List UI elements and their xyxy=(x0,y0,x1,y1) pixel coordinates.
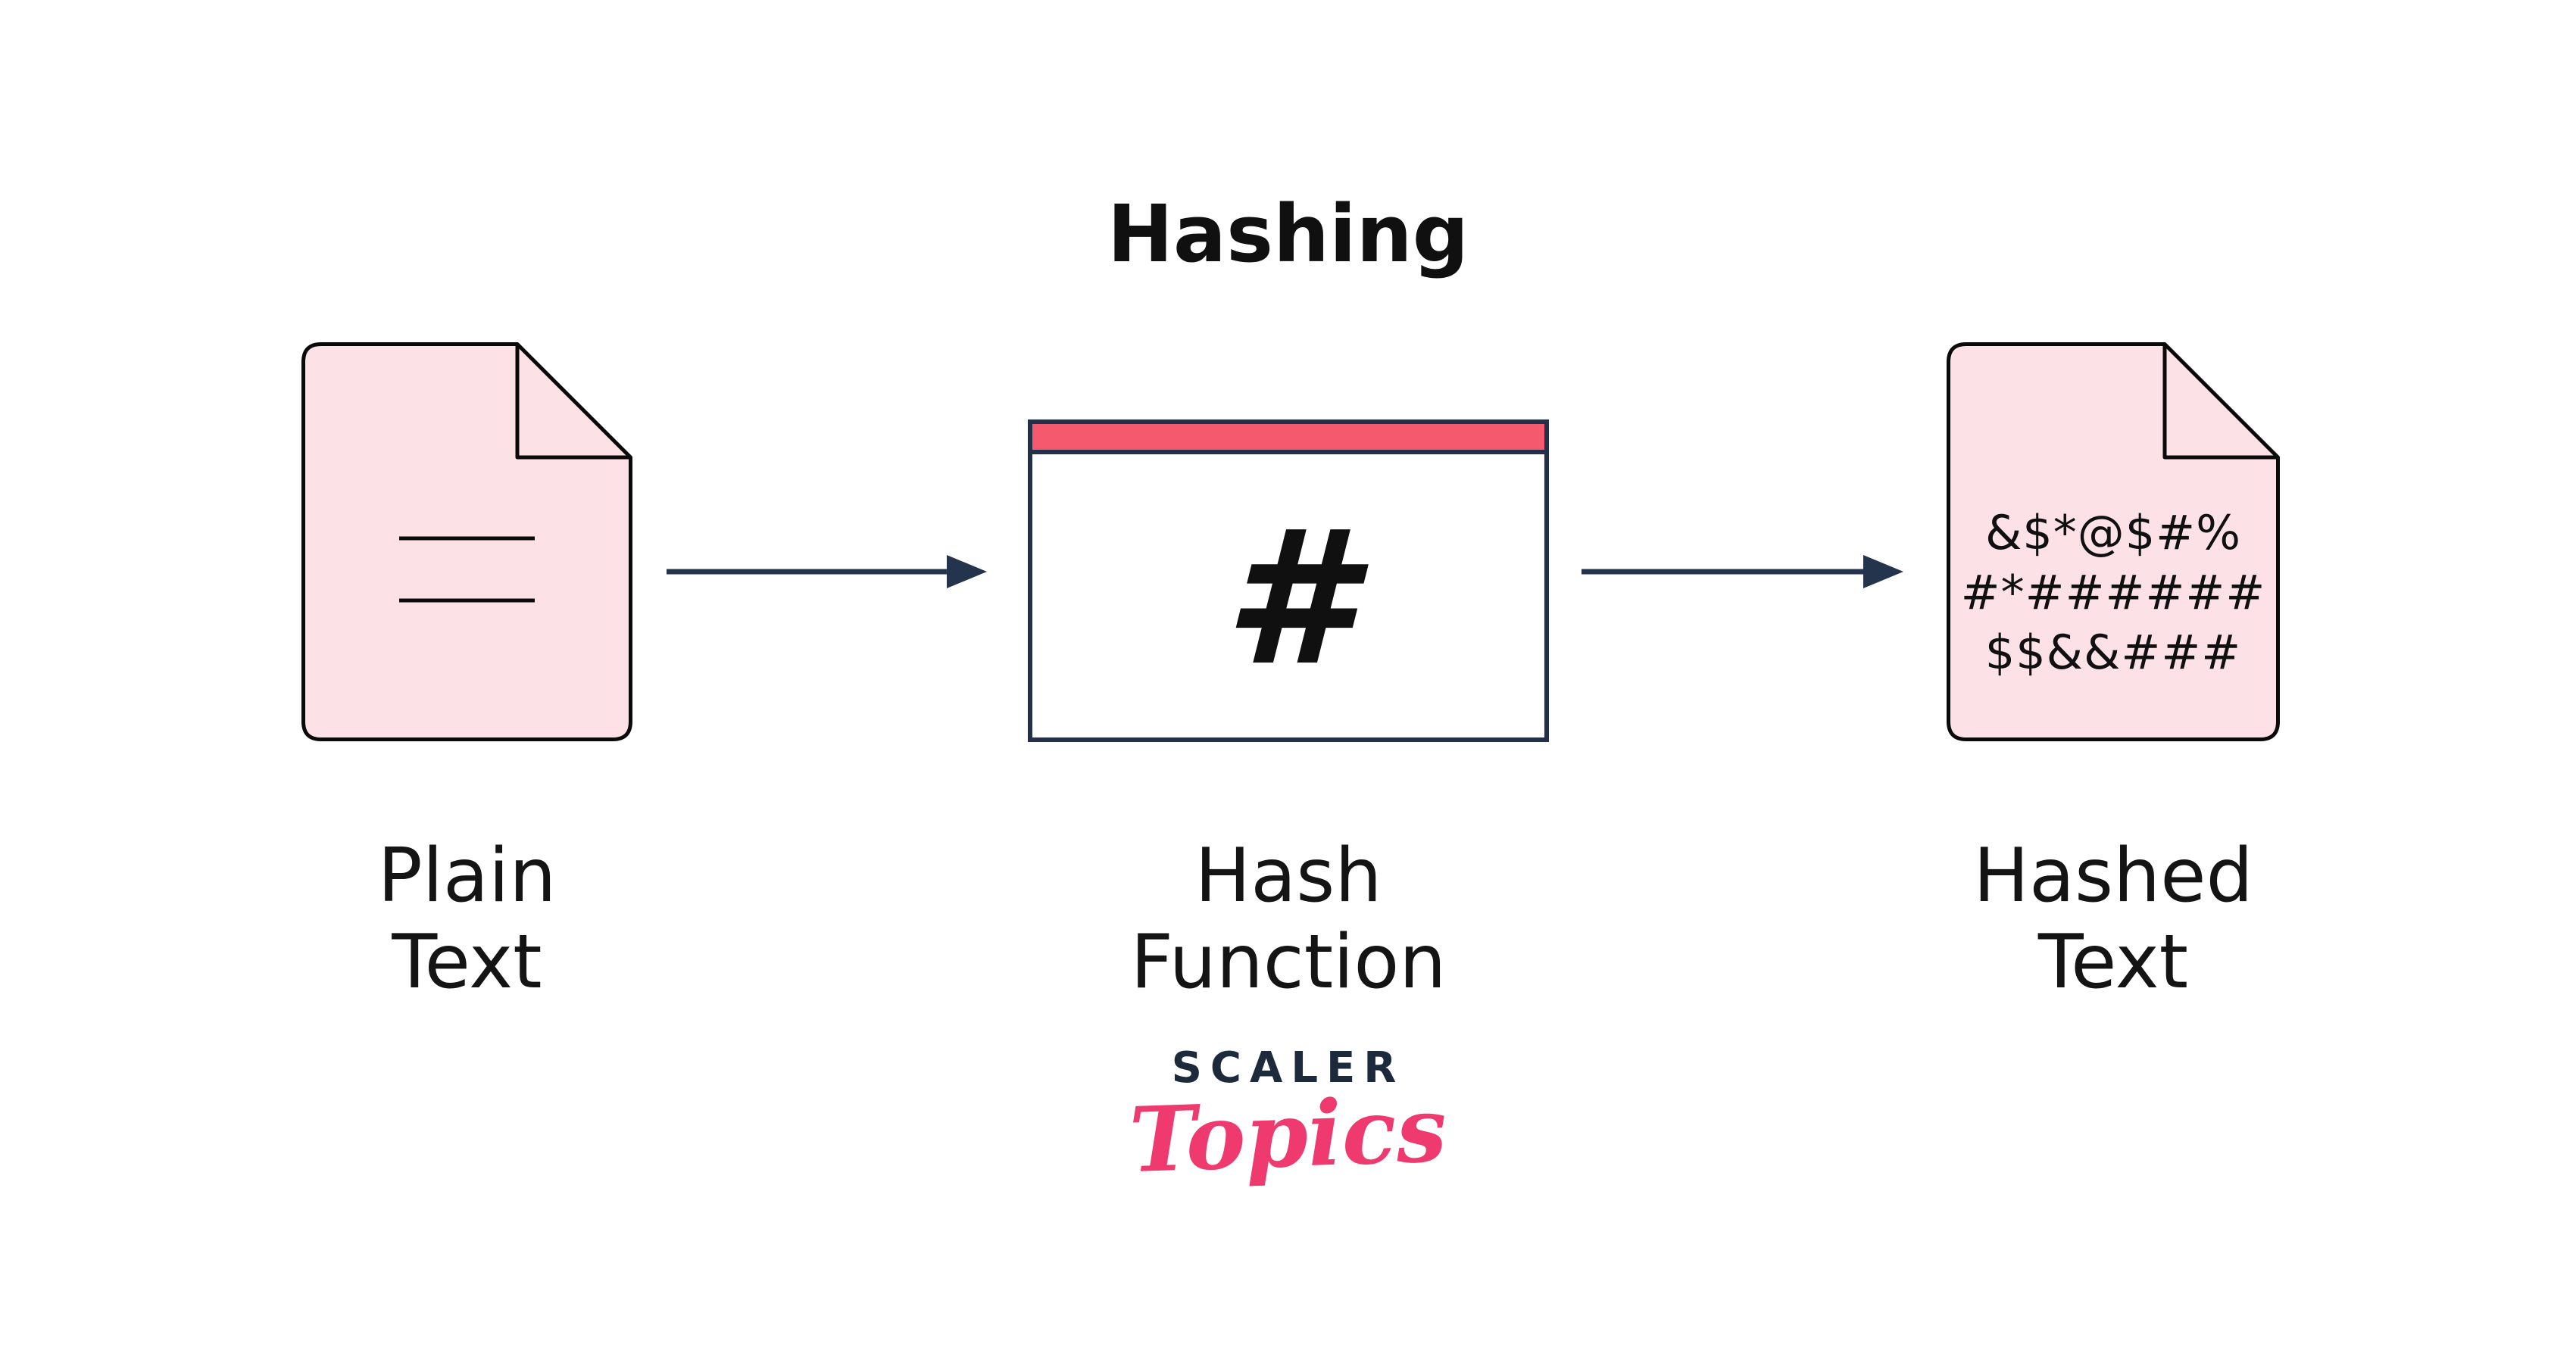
hashed-text-label: Hashed Text xyxy=(1973,833,2253,1006)
hashed-text-document: &$*@$#% #*###### $$&&### xyxy=(1947,342,2280,741)
hash-symbol: # xyxy=(1223,490,1354,706)
hashed-line: &$*@$#% xyxy=(1984,505,2242,560)
scaler-topics-logo: SCALER Topics xyxy=(0,1043,2576,1193)
logo-scaler-text: SCALER xyxy=(1171,1043,1405,1093)
hashed-line: $$&&### xyxy=(1984,625,2242,680)
hashed-line: #*###### xyxy=(1960,565,2266,620)
hash-function-label: Hash Function xyxy=(1130,833,1447,1006)
hashed-text-content: &$*@$#% #*###### $$&&### xyxy=(1947,503,2280,682)
plain-text-document xyxy=(301,342,632,741)
hash-function-box: # xyxy=(1028,419,1549,742)
document-icon xyxy=(301,342,632,741)
diagram-title: Hashing xyxy=(1107,188,1469,280)
document-icon xyxy=(1947,342,2280,741)
plain-text-label: Plain Text xyxy=(377,833,557,1006)
arrow-right-icon xyxy=(667,555,987,588)
arrow-right-icon xyxy=(1582,555,1903,588)
hash-box-titlebar xyxy=(1032,424,1544,454)
